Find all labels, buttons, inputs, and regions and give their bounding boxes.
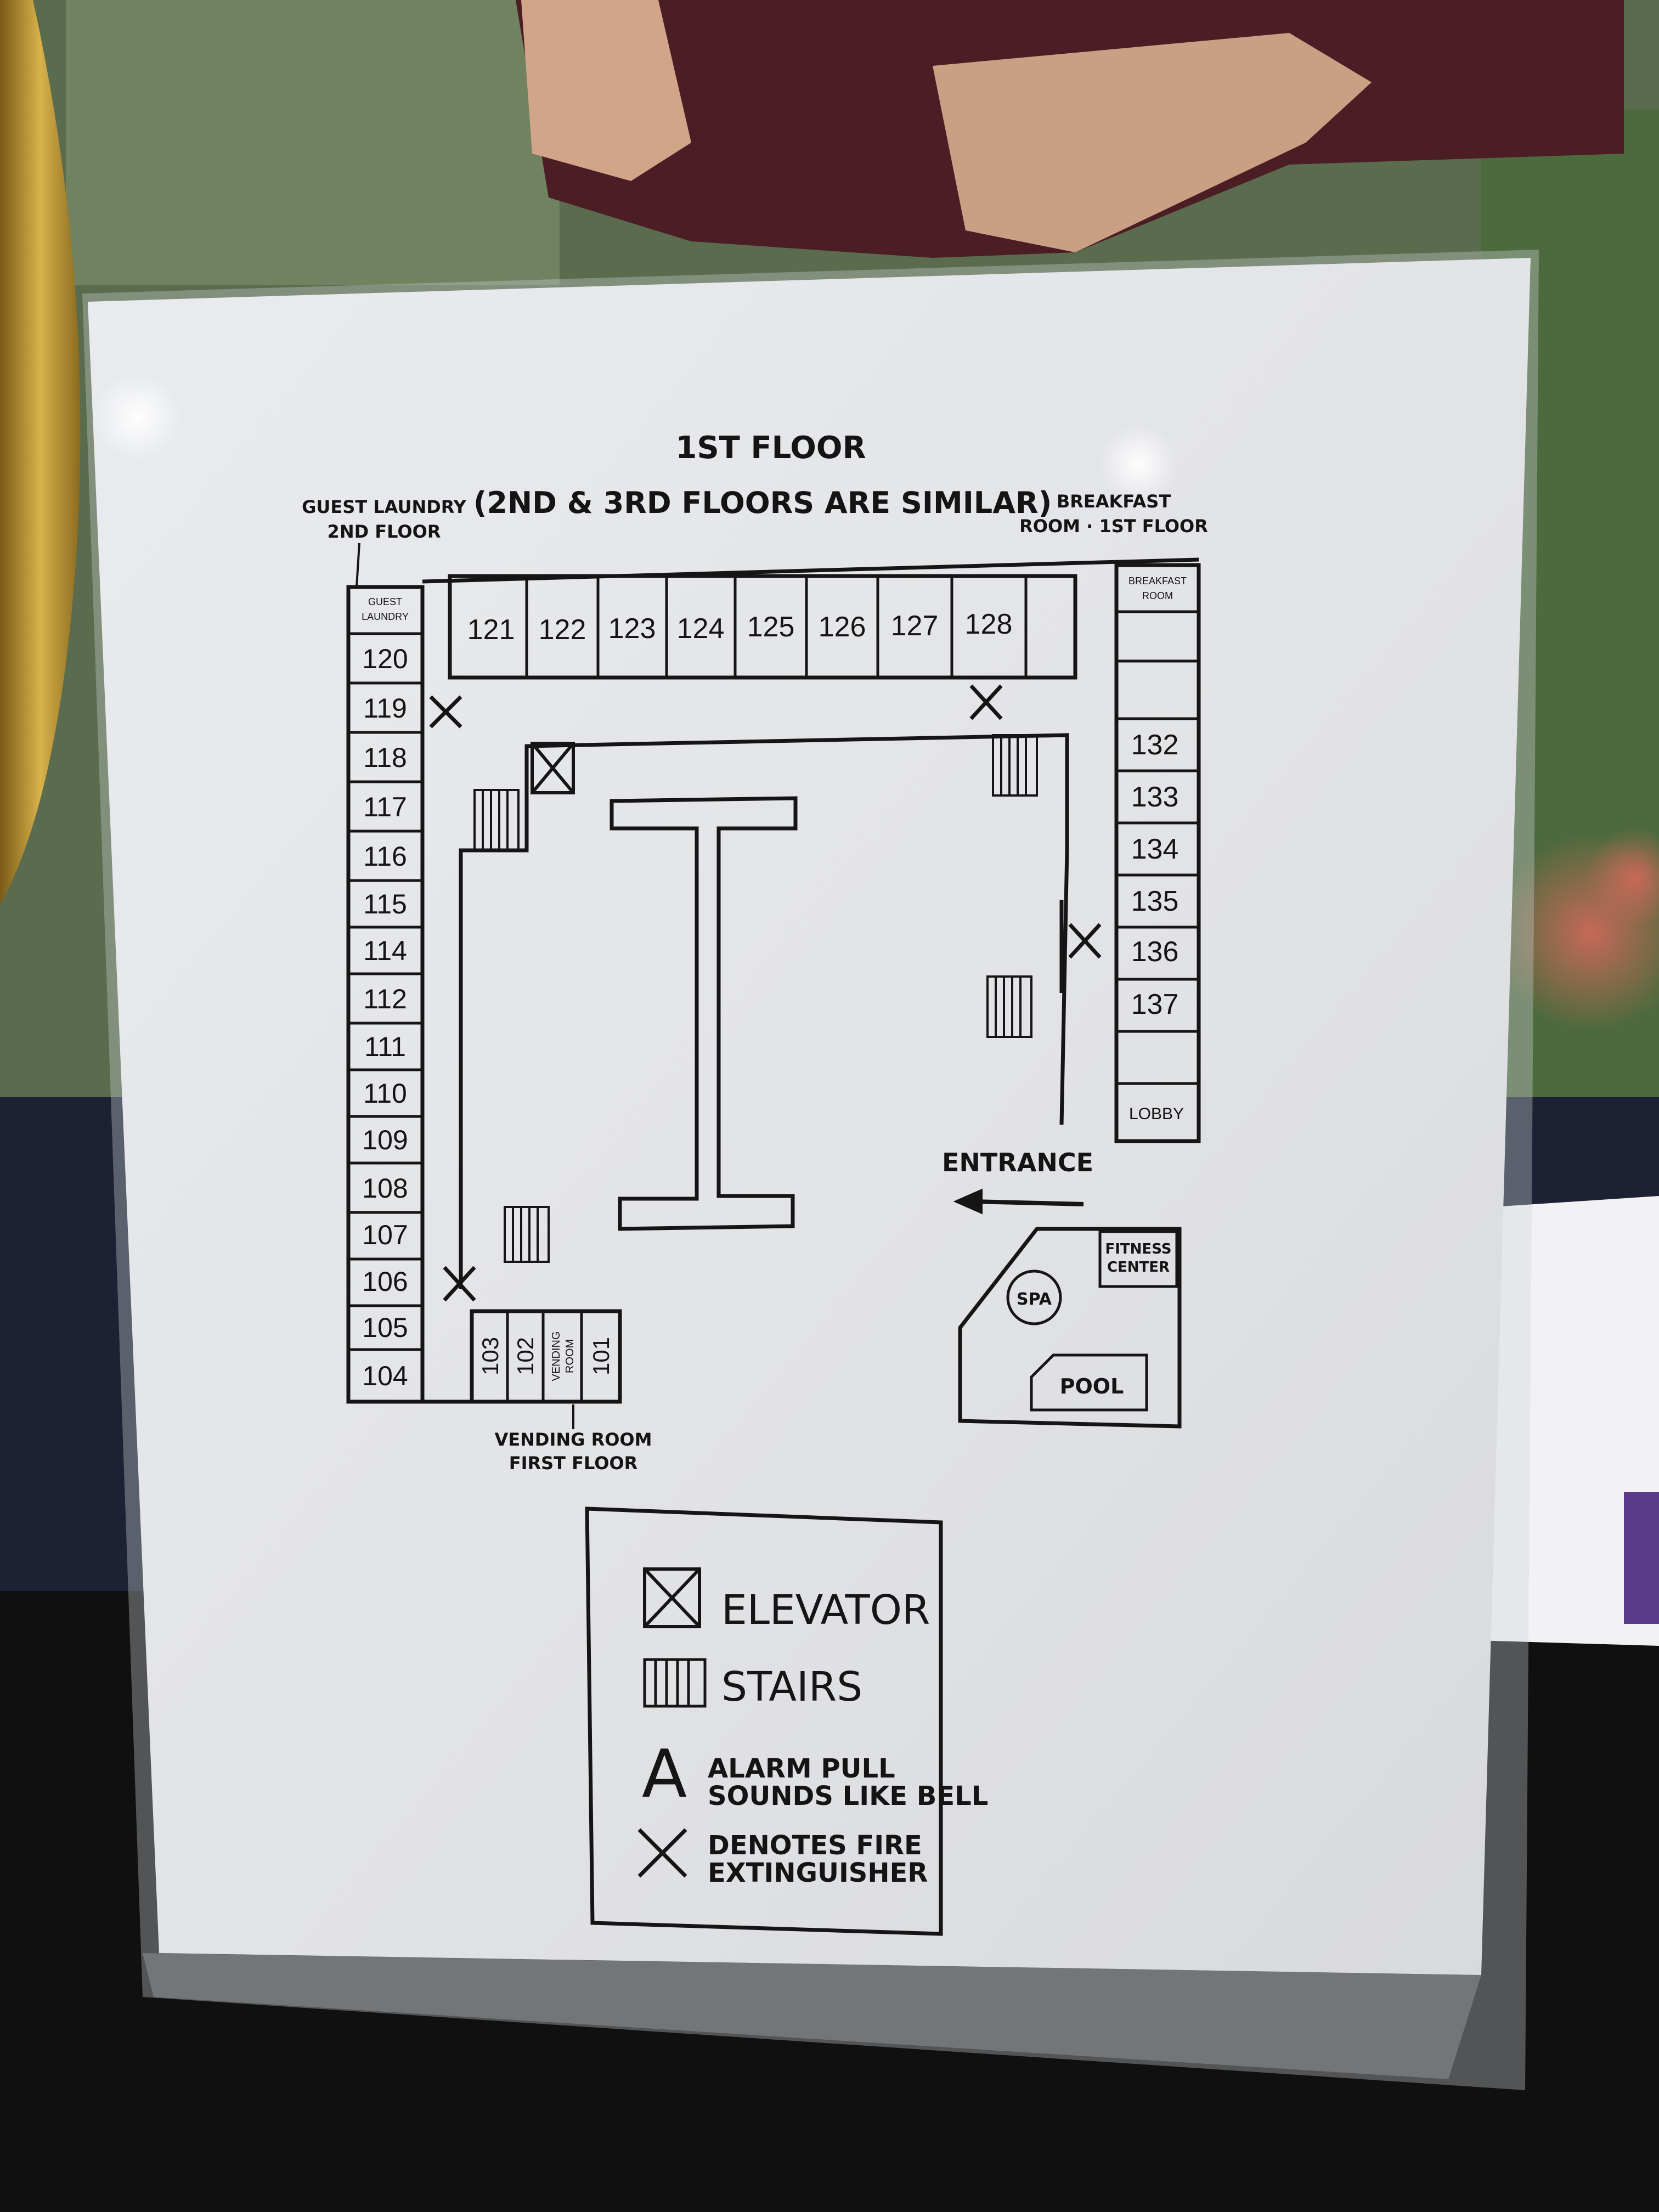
- left-wing-dividers: [348, 632, 422, 1351]
- left-wing-outline: [346, 585, 425, 1404]
- legend-box: [585, 1506, 943, 1936]
- legend-extinguisher-label-2: EXTINGUISHER: [708, 1858, 928, 1888]
- room-117: 117: [363, 792, 407, 822]
- vending-callout: VENDING ROOM: [495, 1429, 652, 1450]
- room-122: 122: [539, 614, 586, 646]
- floor-plan: [346, 557, 1201, 1429]
- room-119: 119: [363, 693, 407, 724]
- room-116: 116: [363, 841, 407, 872]
- room-135: 135: [1131, 885, 1179, 917]
- room-134: 134: [1131, 833, 1179, 865]
- left-wing-labels: GUEST LAUNDRY 120 119 118 117 116 115 11…: [362, 596, 409, 1391]
- room-101: 101: [588, 1337, 614, 1375]
- pool-label: POOL: [1060, 1374, 1124, 1398]
- room-133: 133: [1131, 781, 1179, 813]
- room-126: 126: [819, 611, 866, 643]
- room-128: 128: [965, 608, 1013, 640]
- guest-laundry-callout-floor: 2ND FLOOR: [328, 521, 441, 542]
- right-wing-labels: BREAKFAST ROOM 132 133 134 135 136 137 L…: [1128, 575, 1187, 1123]
- map-title: 1ST FLOOR: [675, 430, 866, 466]
- room-103: 103: [477, 1337, 503, 1375]
- corridor-walls: [459, 733, 1069, 1289]
- legend-alarm-icon: A: [642, 1736, 687, 1813]
- right-wing-dividers: [1116, 610, 1199, 1085]
- room-121: 121: [467, 614, 515, 646]
- room-120: 120: [362, 644, 408, 674]
- room-102: 102: [512, 1337, 538, 1375]
- legend-alarm-label: ALARM PULL: [708, 1753, 895, 1784]
- vending-block: [470, 1309, 622, 1404]
- fitness-center-label: FITNESS: [1105, 1241, 1172, 1257]
- top-wing-dividers: [525, 576, 1028, 678]
- room-118: 118: [363, 742, 407, 773]
- map-subtitle: (2ND & 3RD FLOORS ARE SIMILAR): [473, 486, 1052, 520]
- legend-extinguisher-label: DENOTES FIRE: [708, 1830, 922, 1861]
- right-wing-outline: [1114, 563, 1201, 1143]
- fire-extinguisher-icon: [969, 684, 1003, 720]
- room-109: 109: [362, 1125, 408, 1155]
- guest-laundry-room-label: GUEST: [368, 596, 402, 607]
- legend-stairs-label: STAIRS: [721, 1663, 862, 1711]
- room-115: 115: [363, 889, 407, 919]
- entrance-arrow-icon: [953, 1188, 1084, 1215]
- legend: ELEVATOR STAIRS A ALARM PULL SOUNDS LIKE…: [585, 1506, 988, 1936]
- vending-room-label-2: ROOM: [564, 1339, 576, 1373]
- fire-extinguisher-icon: [443, 1266, 476, 1302]
- room-125: 125: [747, 611, 795, 643]
- room-104: 104: [362, 1361, 408, 1391]
- room-136: 136: [1131, 936, 1179, 968]
- room-108: 108: [362, 1173, 408, 1204]
- room-127: 127: [891, 610, 939, 642]
- guest-laundry-room-label-2: LAUNDRY: [362, 611, 409, 622]
- pool-building: [958, 1227, 1182, 1429]
- legend-stairs-icon: [643, 1658, 707, 1708]
- room-105: 105: [362, 1312, 408, 1343]
- lobby-label: LOBBY: [1129, 1105, 1184, 1123]
- guest-laundry-callout: GUEST LAUNDRY: [302, 496, 467, 517]
- top-wing-outline: [448, 574, 1077, 680]
- vending-room-label: VENDING: [550, 1331, 562, 1381]
- breakfast-room-label: BREAKFAST: [1128, 575, 1187, 586]
- stairs-icon: [992, 734, 1038, 797]
- legend-elevator-label: ELEVATOR: [721, 1587, 930, 1634]
- entrance-label: ENTRANCE: [942, 1148, 1093, 1177]
- stairs-icons: [473, 734, 1038, 1263]
- room-123: 123: [608, 613, 656, 645]
- room-124: 124: [677, 613, 725, 645]
- vending-callout-floor: FIRST FLOOR: [509, 1453, 638, 1474]
- room-106: 106: [362, 1266, 408, 1297]
- room-137: 137: [1131, 989, 1179, 1020]
- breakfast-callout-floor: ROOM · 1ST FLOOR: [1019, 516, 1208, 537]
- room-132: 132: [1131, 729, 1179, 761]
- legend-alarm-label-2: SOUNDS LIKE BELL: [708, 1781, 988, 1812]
- room-107: 107: [362, 1220, 408, 1250]
- stairs-icon: [473, 789, 520, 851]
- legend-elevator-icon: [643, 1567, 701, 1628]
- breakfast-callout: BREAKFAST: [1057, 491, 1171, 512]
- room-110: 110: [363, 1078, 407, 1109]
- room-112: 112: [363, 984, 407, 1014]
- spa-label: SPA: [1017, 1290, 1052, 1309]
- pool-building-labels: FITNESS CENTER SPA POOL: [1017, 1241, 1172, 1398]
- fire-extinguisher-marks: [429, 684, 1102, 1302]
- stairs-icon: [504, 1206, 550, 1263]
- fitness-center-label-2: CENTER: [1107, 1259, 1170, 1276]
- room-114: 114: [363, 935, 407, 966]
- stairs-icon: [986, 975, 1032, 1038]
- sign-holder: [82, 250, 1539, 2090]
- legend-extinguisher-icon: [637, 1828, 687, 1878]
- room-111: 111: [364, 1031, 406, 1062]
- vending-row-labels: 103 102 VENDING ROOM 101: [477, 1331, 614, 1381]
- fire-extinguisher-icon: [429, 695, 462, 729]
- fire-extinguisher-icon: [1068, 923, 1102, 959]
- elevator-icon: [531, 742, 575, 794]
- top-wing-labels: 121 122 123 124 125 126 127 128: [467, 608, 1013, 646]
- courtyard-structure: [610, 796, 798, 1231]
- breakfast-room-label-2: ROOM: [1142, 590, 1173, 601]
